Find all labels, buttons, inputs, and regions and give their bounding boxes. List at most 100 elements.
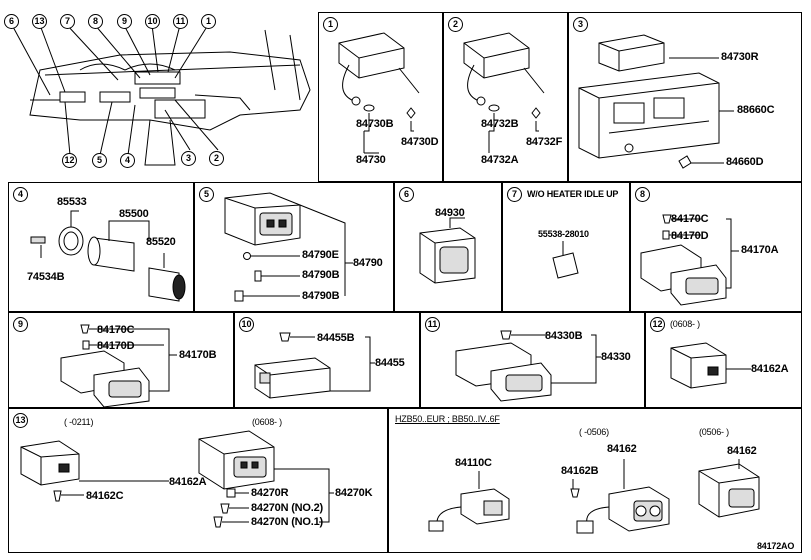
panel-period-a: ( -0211)	[64, 417, 94, 427]
switch-drawing	[428, 459, 760, 534]
cigarette-lighter-drawing	[30, 210, 186, 302]
part-label[interactable]: 84730B	[356, 118, 394, 130]
part-label[interactable]: 84170B	[179, 349, 217, 361]
part-label[interactable]: 84162A	[169, 476, 207, 488]
switch-drawing	[455, 330, 601, 402]
panel-condition: HZB50..EUR ; BB50..IV..6F	[395, 414, 500, 424]
cover-drawing	[552, 241, 579, 279]
panel-period-a: ( -0506)	[579, 427, 609, 437]
part-label[interactable]: 84732F	[526, 136, 563, 148]
switch-drawing	[224, 192, 353, 302]
overview-callout[interactable]: 6	[4, 14, 19, 29]
part-label[interactable]: 84270K	[335, 487, 373, 499]
overview-callout[interactable]: 12	[62, 153, 77, 168]
panel-9: 9 84170C 84170D 84170B	[8, 312, 234, 408]
switch-drawing	[254, 332, 375, 399]
part-label[interactable]: 84170C	[97, 324, 135, 336]
panel-7: 7 W/O HEATER IDLE UP 55538-28010	[502, 182, 630, 312]
panel-number: 3	[573, 17, 588, 32]
part-label[interactable]: 74534B	[27, 271, 65, 283]
heater-control-drawing	[578, 34, 734, 169]
part-label[interactable]: 84732B	[481, 118, 519, 130]
panel-period: (0608- )	[670, 319, 700, 329]
panel-2: 2 84732B 84732F 84732A	[443, 12, 568, 182]
part-label[interactable]: 84455	[375, 357, 405, 369]
part-label[interactable]: 84162B	[561, 465, 599, 477]
dashboard-drawing	[11, 24, 311, 166]
panel-10: 10 84455B 84455	[234, 312, 420, 408]
panel-number: 11	[425, 317, 440, 332]
panel-6: 6 84930	[394, 182, 502, 312]
panel-number: 6	[399, 187, 414, 202]
part-label[interactable]: 84110C	[455, 457, 492, 469]
overview-callout[interactable]: 3	[181, 151, 196, 166]
part-label[interactable]: 84170D	[97, 340, 135, 352]
switch-drawing	[20, 430, 334, 528]
part-label[interactable]: 84170C	[671, 213, 709, 225]
switch-drawing	[60, 324, 177, 408]
part-label[interactable]: 84455B	[317, 332, 355, 344]
part-label[interactable]: 84790E	[302, 249, 339, 261]
overview-dashboard: 6 13 7 8 9 10 11 1 12 5 4 3 2	[0, 0, 318, 180]
overview-callout[interactable]: 5	[92, 153, 107, 168]
part-label[interactable]: 84270R	[251, 487, 289, 499]
part-label[interactable]: 84162A	[751, 363, 789, 375]
overview-callout[interactable]: 7	[60, 14, 75, 29]
part-label[interactable]: 55538-28010	[538, 229, 589, 239]
panel-number: 1	[323, 17, 338, 32]
part-label[interactable]: 85500	[119, 208, 149, 220]
panel-4: 4 85533 85500 85520 74534B	[8, 182, 194, 312]
panel-14: HZB50..EUR ; BB50..IV..6F ( -0506) (0506…	[388, 408, 802, 553]
panel-number: 7	[507, 187, 522, 202]
overview-callout[interactable]: 4	[120, 153, 135, 168]
panel-11: 11 84330B 84330	[420, 312, 645, 408]
part-label[interactable]: 84790	[353, 257, 383, 269]
panel-3: 3 84730R 88660C 84660D	[568, 12, 802, 182]
panel-number: 12	[650, 317, 665, 332]
part-label[interactable]: 84790B	[302, 290, 340, 302]
part-label[interactable]: 85533	[57, 196, 87, 208]
panel-number: 13	[13, 413, 28, 428]
overview-callout[interactable]: 9	[117, 14, 132, 29]
panel-12: 12 (0608- ) 84162A	[645, 312, 802, 408]
part-label[interactable]: 84270N (NO.2)	[251, 502, 323, 514]
diagram-code: 84172AO	[757, 541, 795, 551]
panel-8: 8 84170C 84170D 84170A	[630, 182, 802, 312]
connector-drawing	[463, 32, 545, 153]
part-label[interactable]: 84790B	[302, 269, 340, 281]
part-label[interactable]: 84170D	[671, 230, 709, 242]
panel-13: 13 ( -0211) (0608- ) 84162A 84162C 8	[8, 408, 388, 553]
part-label[interactable]: 84330	[601, 351, 631, 363]
part-label[interactable]: 84270N (NO.1)	[251, 516, 323, 528]
part-label[interactable]: 84730	[356, 154, 386, 166]
part-label[interactable]: 84330B	[545, 330, 583, 342]
overview-callout[interactable]: 2	[209, 151, 224, 166]
panel-number: 5	[199, 187, 214, 202]
part-label[interactable]: 85520	[146, 236, 176, 248]
panel-number: 10	[239, 317, 254, 332]
overview-callout[interactable]: 8	[88, 14, 103, 29]
part-label[interactable]: 84162	[727, 445, 757, 457]
overview-callout[interactable]: 10	[145, 14, 160, 29]
overview-callout[interactable]: 1	[201, 14, 216, 29]
part-label[interactable]: 88660C	[737, 104, 775, 116]
panel-number: 9	[13, 317, 28, 332]
overview-callout[interactable]: 13	[32, 14, 47, 29]
part-label[interactable]: 84732A	[481, 154, 519, 166]
part-label[interactable]: 84660D	[726, 156, 764, 168]
panel-number: 8	[635, 187, 650, 202]
panel-number: 2	[448, 17, 463, 32]
panel-5: 5 84790E 84790 84790B 84790B	[194, 182, 394, 312]
part-label[interactable]: 84930	[435, 207, 465, 219]
switch-drawing	[640, 214, 739, 306]
part-label[interactable]: 84162	[607, 443, 637, 455]
panel-period-b: (0608- )	[252, 417, 282, 427]
part-label[interactable]: 84170A	[741, 244, 779, 256]
part-label[interactable]: 84162C	[86, 490, 124, 502]
part-label[interactable]: 84730D	[401, 136, 439, 148]
switch-drawing	[419, 217, 476, 284]
part-label[interactable]: 84730R	[721, 51, 759, 63]
switch-drawing	[670, 342, 751, 389]
overview-callout[interactable]: 11	[173, 14, 188, 29]
